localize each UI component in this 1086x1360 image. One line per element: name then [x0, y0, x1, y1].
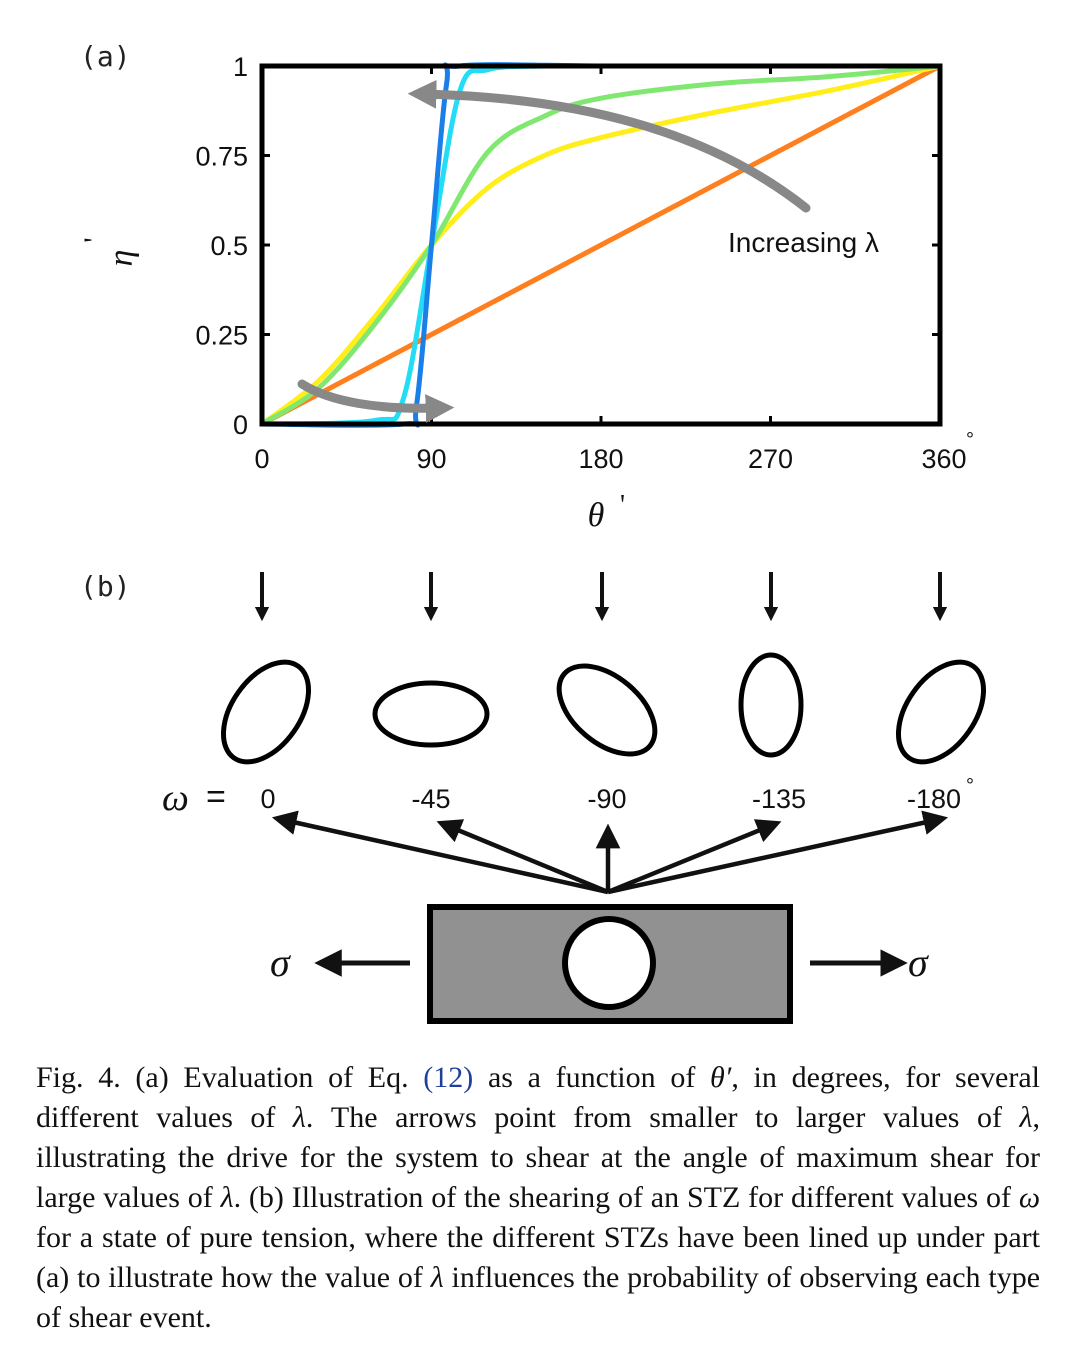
omega-value-180: -180 [907, 784, 961, 814]
omega-value-135: -135 [752, 784, 806, 814]
x-tick-label: 180 [578, 444, 623, 474]
series-line-3 [260, 63, 941, 427]
y-tick-label: 1 [233, 52, 248, 82]
caption-symbol-lambda: λ [1019, 1101, 1033, 1134]
figure-4: (a) 0 0.25 0.5 0.75 1 0 90 180 270 360 ° η ' θ '… [78, 40, 987, 1024]
caption-symbol-theta: θ′ [710, 1061, 732, 1094]
x-axis-label: θ [588, 497, 605, 534]
stz-ellipse-omega-45 [372, 680, 490, 748]
panel-a-label: (a) [80, 40, 131, 73]
fan-arrow-4 [607, 819, 782, 895]
caption-symbol-lambda: λ [220, 1181, 234, 1214]
x-tick-label: 270 [748, 444, 793, 474]
x-tick-label: 360 [921, 444, 966, 474]
figure-caption: Fig. 4. (a) Evaluation of Eq. (12) as a … [36, 1058, 1040, 1338]
y-axis-prime: ' [78, 237, 111, 242]
fan-arrow-5 [607, 810, 949, 895]
x-axis-prime: ' [620, 490, 625, 521]
x-tick-group: 0 90 180 270 360 [254, 66, 967, 474]
sigma-left: σ [270, 940, 291, 985]
fan-arrows [271, 810, 949, 895]
caption-symbol-lambda: λ [292, 1101, 306, 1134]
caption-part: . (b) Illustration of the shearing of an… [233, 1181, 1019, 1214]
stz-ellipse-omega-135 [738, 652, 804, 758]
x-tick-label: 90 [416, 444, 446, 474]
x-tick-degree-mark: ° [966, 429, 974, 451]
caption-part: influences the probability of observing … [36, 1261, 1041, 1334]
caption-part: , in degrees, for several different valu… [36, 1061, 1041, 1134]
series-line-1 [260, 63, 942, 427]
omega-labels: ω = 0 -45 -90 -135 -180 ° [162, 775, 974, 819]
tension-specimen: σ σ [270, 904, 929, 1024]
omega-symbol: ω [162, 777, 189, 819]
y-tick-label: 0.25 [195, 321, 248, 351]
y-tick-group: 0 0.25 0.5 0.75 1 [195, 52, 940, 440]
fan-arrow-1 [271, 810, 609, 895]
omega-equals: = [206, 778, 226, 816]
panel-b-label: (b) [80, 570, 131, 603]
caption-part: . The arrows point from smaller to large… [305, 1101, 1020, 1134]
caption-symbol-omega: ω [1018, 1181, 1040, 1214]
x-tick-label: 0 [254, 444, 269, 474]
stz-ellipse-omega-0 [220, 659, 312, 765]
y-tick-label: 0.75 [195, 142, 248, 172]
omega-degree-mark: ° [966, 775, 974, 797]
y-tick-label: 0 [233, 410, 248, 440]
omega-value-0: 0 [260, 784, 275, 814]
stz-ellipses [220, 652, 987, 765]
eta-theta-plot: 0 0.25 0.5 0.75 1 0 90 180 270 360 ° η ' θ ' Inc… [78, 52, 974, 534]
stress-down-arrows [254, 572, 948, 622]
omega-value-90: -90 [587, 784, 626, 814]
specimen-inclusion [562, 916, 656, 1010]
caption-part: for a state of pure tension, where the d… [36, 1221, 1040, 1294]
stz-ellipse-omega-90 [556, 663, 658, 757]
stz-ellipse-omega-180 [895, 659, 987, 765]
y-tick-label: 0.5 [210, 231, 248, 261]
caption-part: , illustrating the drive for the system … [36, 1101, 1040, 1214]
sigma-right: σ [908, 940, 929, 985]
caption-part: as a function of [473, 1061, 711, 1094]
increasing-lambda-annotation: Increasing λ [728, 227, 879, 258]
caption-symbol-lambda: λ [430, 1261, 444, 1294]
series-line-2 [260, 63, 941, 426]
caption-part: Fig. 4. (a) Evaluation of Eq. [36, 1061, 424, 1094]
y-axis-label: η [103, 250, 140, 267]
equation-reference-link[interactable]: (12) [423, 1061, 474, 1094]
fan-arrow-2 [436, 819, 609, 895]
increasing-lambda-arrow-lower [297, 379, 455, 423]
increasing-lambda-arrow-upper [407, 79, 811, 213]
omega-value-45: -45 [411, 784, 450, 814]
